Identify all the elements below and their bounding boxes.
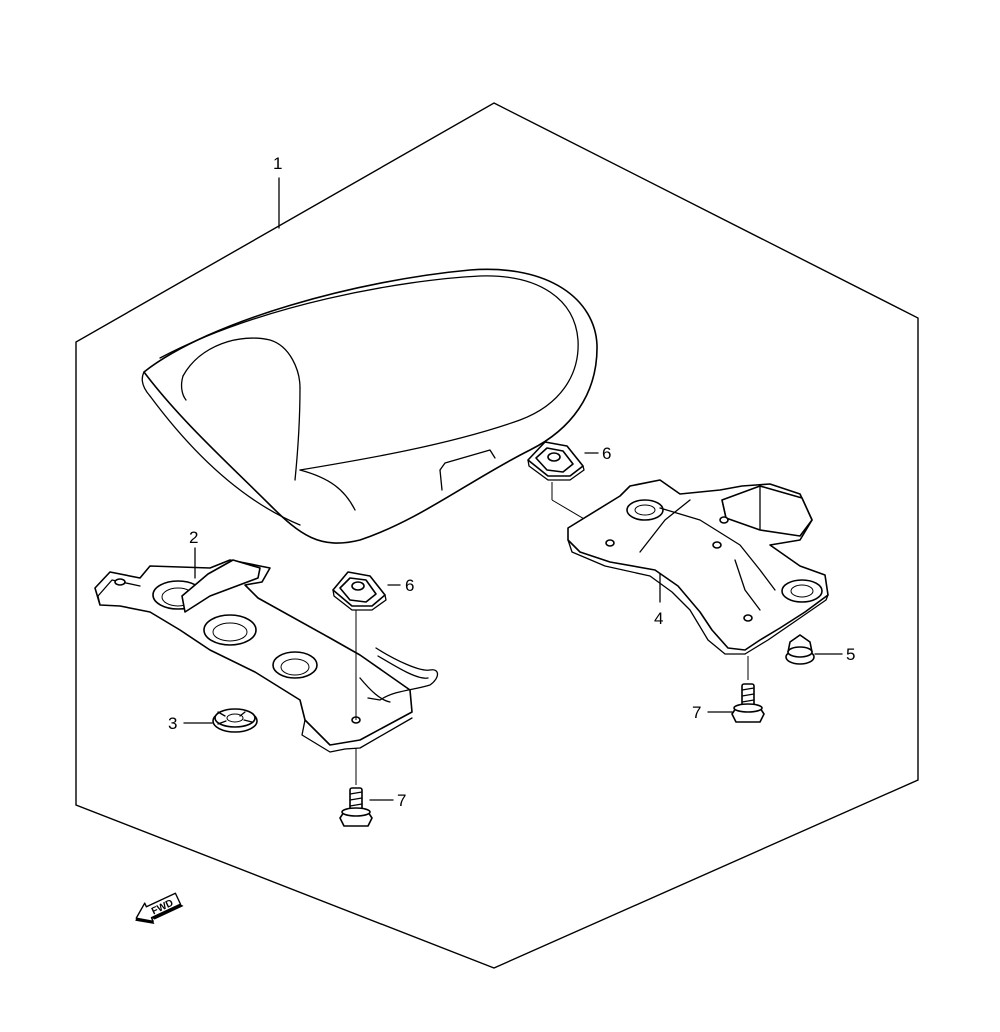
callout-5: 5 — [846, 645, 855, 664]
part-5-rubber-cushion — [785, 634, 815, 665]
callout-6-right: 6 — [602, 444, 611, 463]
callout-7-left: 7 — [397, 791, 406, 810]
forward-direction-arrow-icon: FWD — [135, 892, 184, 925]
part-1-seat-tail-cover — [141, 268, 598, 544]
callout-7-right: 7 — [692, 703, 701, 722]
assembly-hexagon-frame — [75, 102, 919, 969]
part-4-seat-bracket — [567, 479, 829, 655]
callout-3: 3 — [168, 714, 177, 733]
part-2-bracket-plate — [94, 559, 439, 753]
callout-6-left: 6 — [405, 576, 414, 595]
part-7-bolt-left — [339, 787, 373, 827]
part-7-bolt-right — [731, 683, 765, 723]
callout-2: 2 — [189, 528, 198, 547]
callout-1: 1 — [273, 154, 282, 173]
callout-4: 4 — [654, 609, 663, 628]
part-6-clip-nut-left — [332, 571, 387, 611]
part-6-clip-nut-right — [527, 441, 585, 481]
part-3-washer — [212, 708, 258, 733]
